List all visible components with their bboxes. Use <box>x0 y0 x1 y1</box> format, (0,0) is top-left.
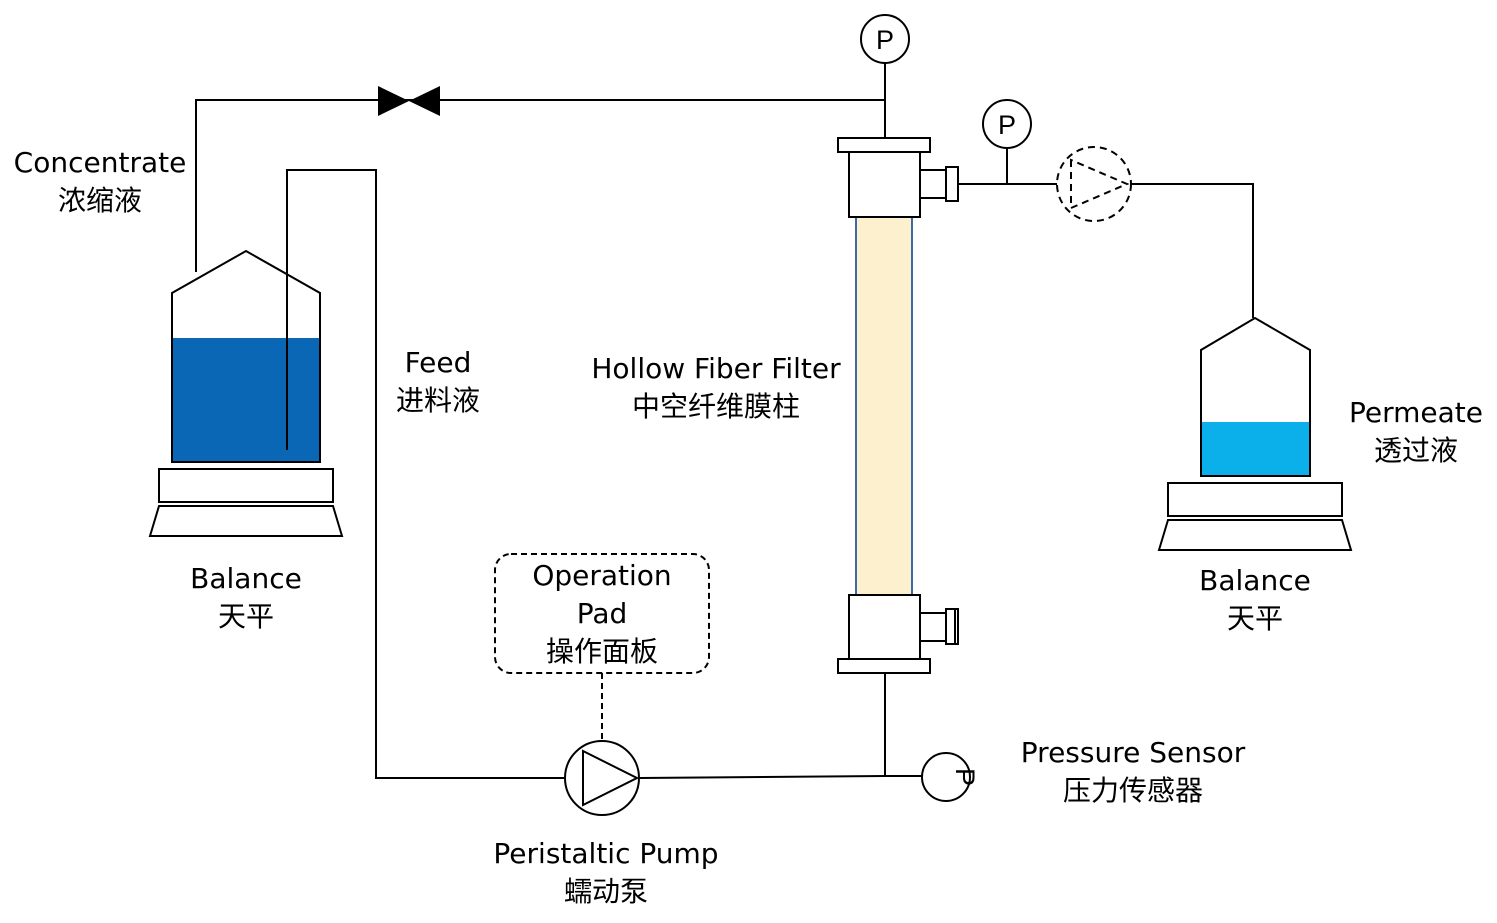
pressure-sensor-label-en: Pressure Sensor <box>1020 736 1246 769</box>
concentrate-label: Concentrate 浓缩液 <box>0 144 200 220</box>
permeate-liquid <box>1201 422 1310 476</box>
pressure-sensor-gauge: P <box>921 752 980 802</box>
hollow-fiber-filter <box>837 137 959 674</box>
concentrate-liquid <box>172 338 320 462</box>
pressure-sensor-label-zh: 压力传感器 <box>1062 774 1203 807</box>
peristaltic-pump-icon <box>564 740 640 816</box>
concentrate-vessel <box>171 249 321 463</box>
permeate-label-zh: 透过液 <box>1373 434 1458 467</box>
permeate-label: Permeate 透过液 <box>1340 394 1492 470</box>
filter-label-zh: 中空纤维膜柱 <box>631 390 800 423</box>
permeate-outlet-line <box>1131 183 1254 318</box>
pump-outlet-line <box>639 775 922 779</box>
permeate-vessel <box>1200 316 1311 477</box>
pressure-gauge-top: P <box>860 14 910 64</box>
feed-label-en: Feed <box>404 346 472 379</box>
balance-right-label-en: Balance <box>1199 564 1311 597</box>
feed-label-zh: 进料液 <box>395 384 480 417</box>
valve-icon <box>378 86 440 116</box>
pump-label-zh: 蠕动泵 <box>563 875 648 908</box>
permeate-pump-icon <box>1056 146 1132 222</box>
concentrate-label-zh: 浓缩液 <box>57 184 142 217</box>
filter-label-en: Hollow Fiber Filter <box>591 352 841 385</box>
balance-right-icon <box>1157 482 1353 551</box>
balance-left-label-en: Balance <box>190 562 302 595</box>
filter-label: Hollow Fiber Filter 中空纤维膜柱 <box>576 350 856 426</box>
gauge-symbol: P <box>950 768 980 786</box>
balance-left-label-zh: 天平 <box>217 600 274 633</box>
balance-right-label-zh: 天平 <box>1226 602 1283 635</box>
filter-membrane-body <box>855 216 913 596</box>
gauge-symbol: P <box>876 25 894 55</box>
feed-label: Feed 进料液 <box>378 344 498 420</box>
feed-line <box>286 169 564 779</box>
balance-right-label: Balance 天平 <box>1175 562 1335 638</box>
pressure-sensor-label: Pressure Sensor 压力传感器 <box>1003 734 1263 810</box>
pressure-gauge-permeate: P <box>982 99 1032 149</box>
operation-pad-label-en2: Pad <box>576 597 628 630</box>
piping <box>195 62 1254 779</box>
balance-left-label: Balance 天平 <box>166 560 326 636</box>
operation-pad-box <box>494 553 710 674</box>
operation-pad-label: Operation Pad 操作面板 <box>497 557 707 671</box>
concentrate-return-line <box>195 99 885 272</box>
pump-label-en: Peristaltic Pump <box>493 837 719 870</box>
concentrate-label-en: Concentrate <box>13 146 187 179</box>
operation-pad-label-en1: Operation <box>532 559 672 592</box>
operation-pad-label-zh: 操作面板 <box>545 635 658 668</box>
pump-label: Peristaltic Pump 蠕动泵 <box>476 835 736 911</box>
permeate-label-en: Permeate <box>1349 396 1483 429</box>
gauge-symbol: P <box>998 110 1016 140</box>
balance-left-icon <box>148 468 344 537</box>
